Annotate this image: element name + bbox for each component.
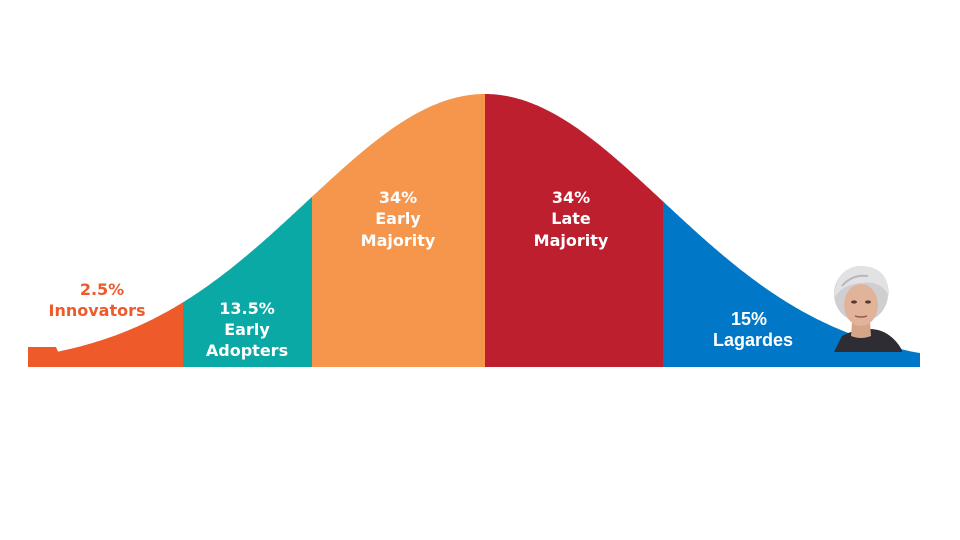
label-early-majority: 34% Early Majority — [361, 188, 436, 250]
label-early-adopters: 13.5% Early Adopters — [206, 299, 288, 360]
late-majority-title-line1: Late — [551, 209, 591, 228]
late-majority-title-line2: Majority — [534, 231, 609, 250]
woman-portrait-icon — [834, 266, 902, 352]
segment-innovators — [28, 94, 183, 367]
innovators-percent: 2.5% — [80, 280, 124, 299]
early-majority-title-line2: Majority — [361, 231, 436, 250]
label-lagardes: 15% Lagardes — [713, 309, 793, 350]
label-innovators: 2.5% Innovators — [48, 280, 145, 320]
innovators-title: Innovators — [48, 301, 145, 320]
early-adopters-title-line2: Adopters — [206, 341, 288, 360]
early-adopters-title-line1: Early — [224, 320, 270, 339]
segment-early-majority — [312, 94, 485, 367]
label-late-majority: 34% Late Majority — [534, 188, 609, 250]
early-majority-percent: 34% — [379, 188, 417, 207]
lagardes-percent: 15% — [731, 309, 767, 329]
early-adopters-percent: 13.5% — [219, 299, 275, 318]
lagardes-title: Lagardes — [713, 330, 793, 350]
segment-late-majority — [485, 94, 663, 367]
early-majority-title-line1: Early — [375, 209, 421, 228]
late-majority-percent: 34% — [552, 188, 590, 207]
